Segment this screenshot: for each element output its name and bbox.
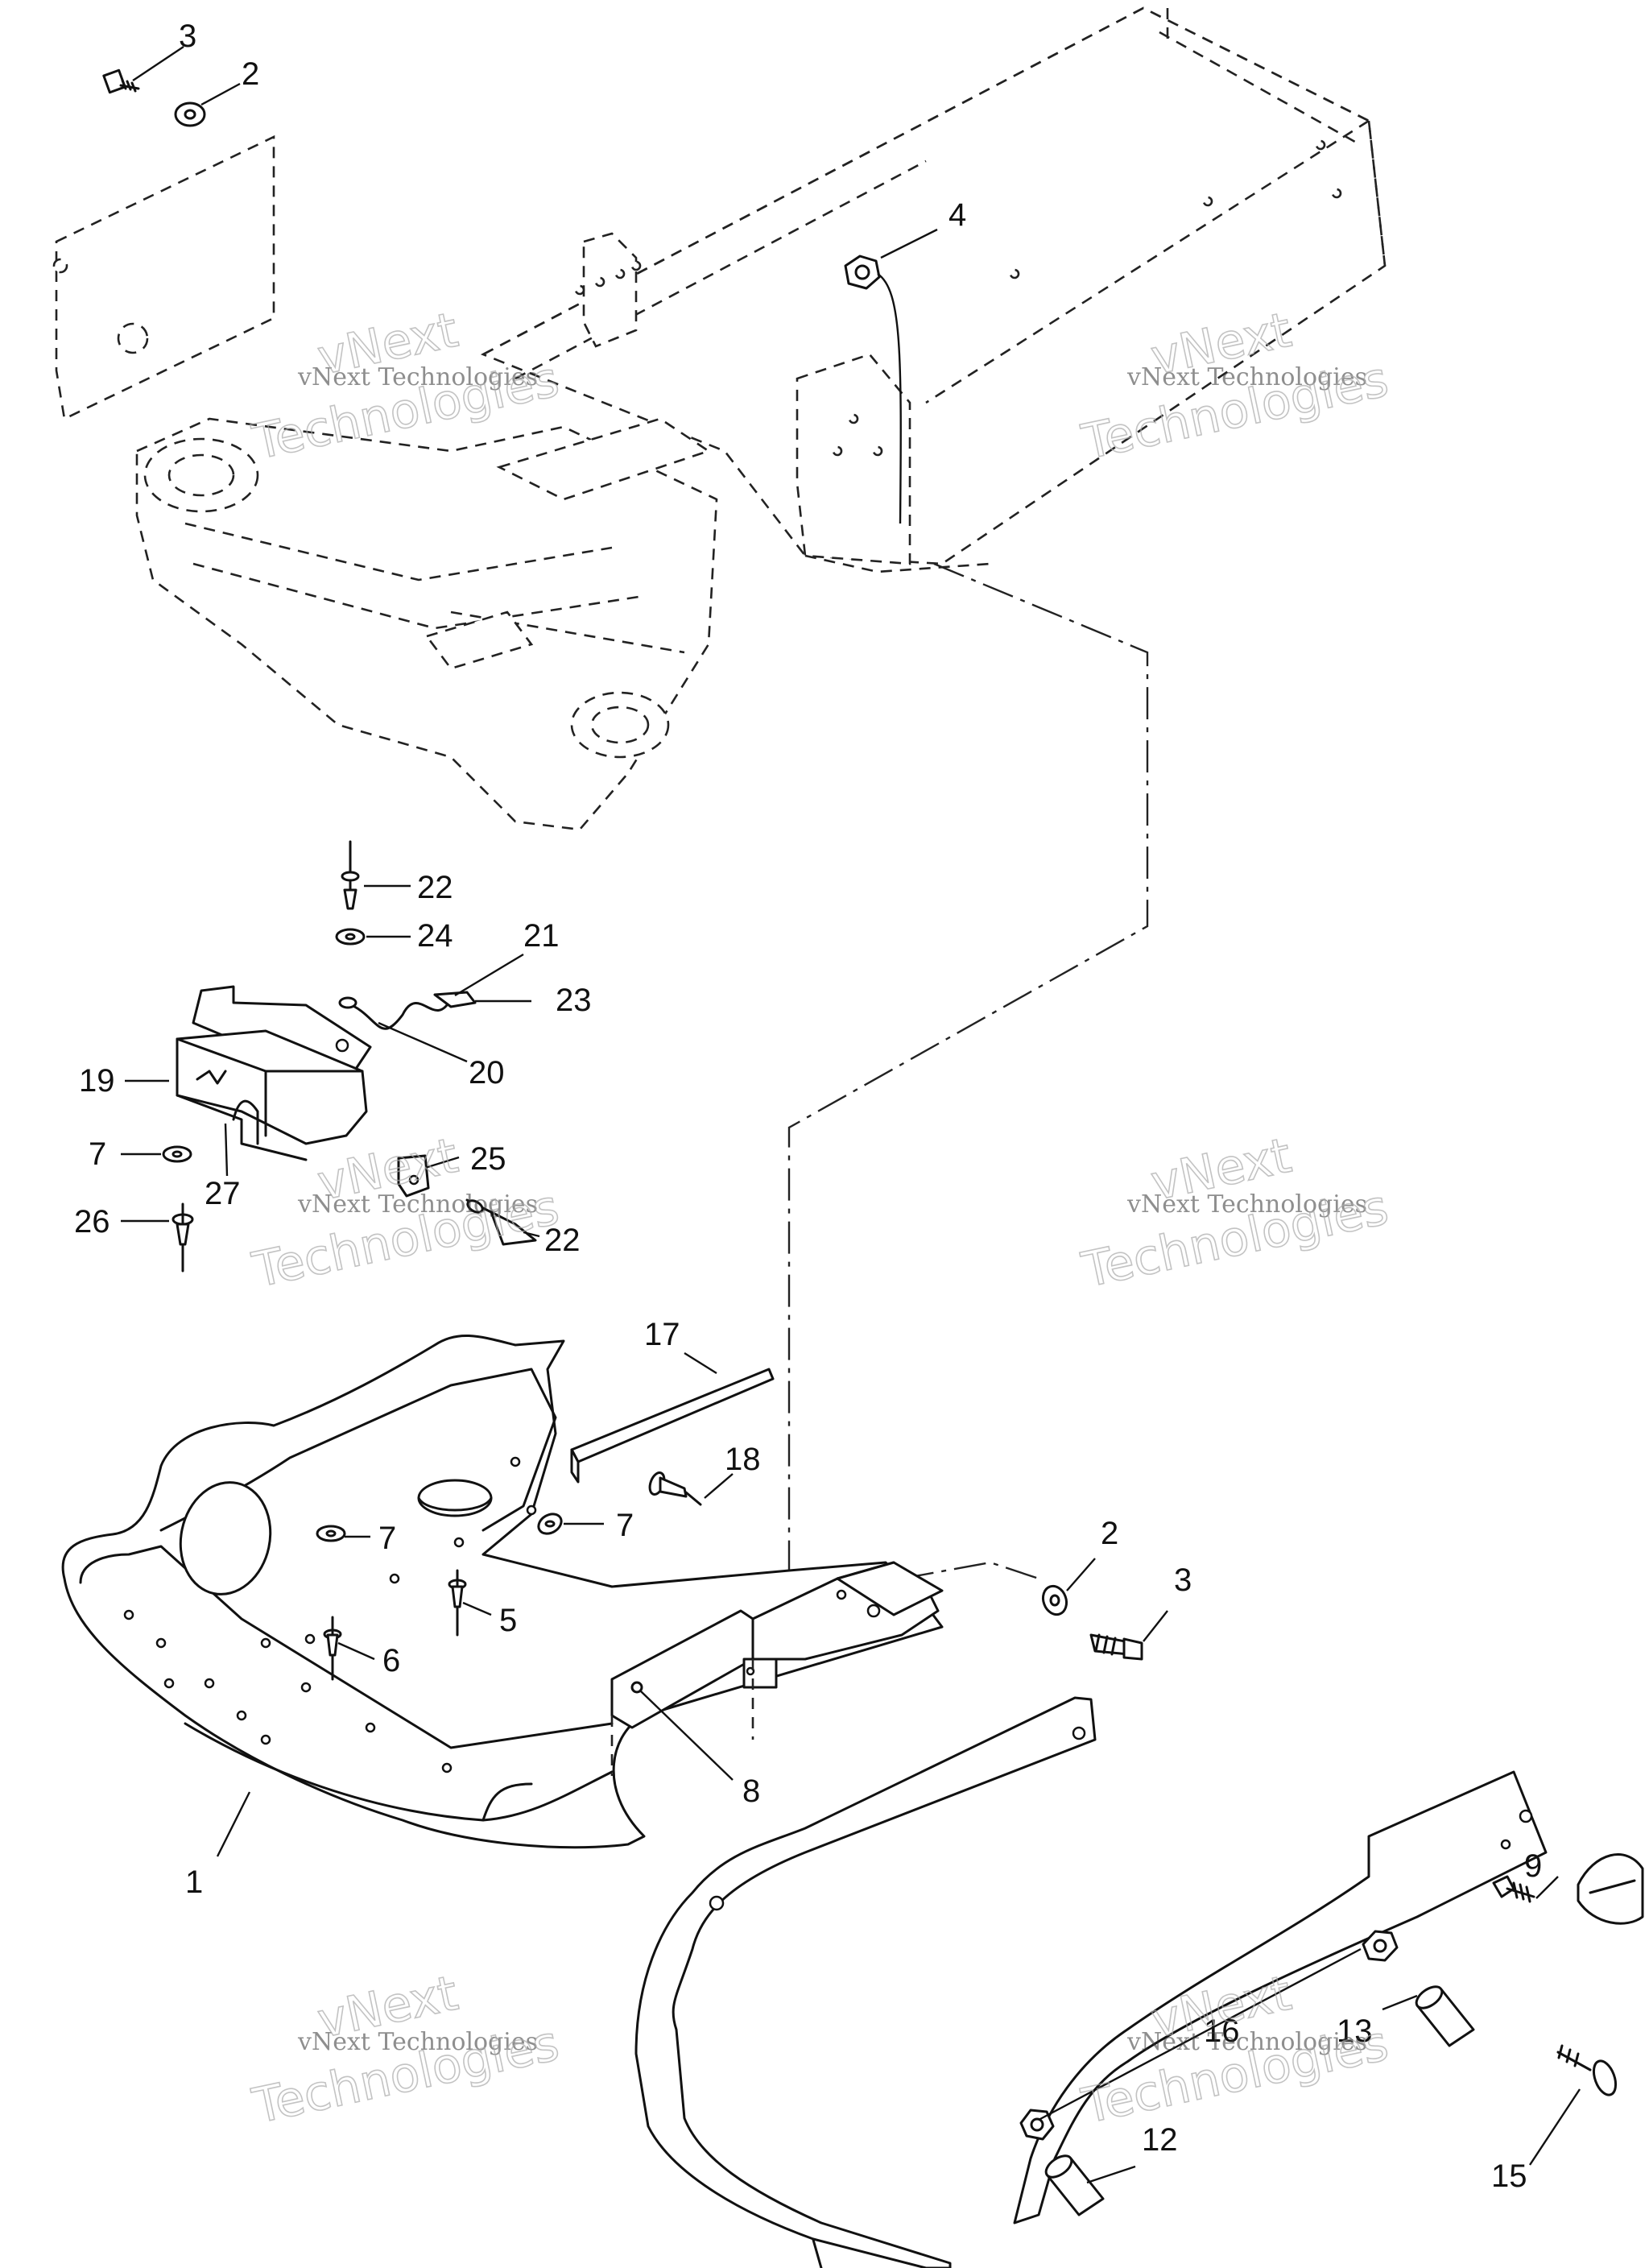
callout-labels: 3 2 4 22 24 21 23 20 19 7 27 25 26 22 17… [74, 19, 1542, 2194]
callout-15: 15 [1491, 2158, 1527, 2194]
frame-holes [574, 139, 1342, 457]
callout-17: 17 [644, 1317, 680, 1352]
callout-7-left: 7 [89, 1136, 106, 1172]
fastener-part-22-top [341, 840, 360, 910]
frame-assembly-dashed [52, 6, 1387, 831]
callout-23: 23 [556, 983, 592, 1018]
callout-24: 24 [417, 918, 453, 954]
callout-5: 5 [499, 1603, 517, 1638]
callout-8: 8 [742, 1773, 760, 1809]
fastener-part-22-bottom [465, 1198, 537, 1246]
watermark-mid-right: vNext Technologies vNext Technologies [1077, 1127, 1394, 1300]
callout-27: 27 [205, 1176, 241, 1211]
rivet-part-5 [448, 1569, 467, 1637]
callout-22-bottom: 22 [544, 1223, 581, 1258]
callout-6: 6 [382, 1643, 400, 1678]
rivet-part-26 [172, 1202, 194, 1273]
washer-part-7-left [162, 1145, 192, 1163]
bolt-part-9 [1492, 1875, 1535, 1903]
watermark-company-2: vNext Technologies [1126, 363, 1367, 391]
washer-part-7-right [537, 1513, 563, 1535]
rivet-part-6 [323, 1616, 342, 1681]
spacer-part-12 [1044, 2154, 1105, 2216]
callout-26: 26 [74, 1204, 110, 1240]
bolt-part-3-right [1089, 1633, 1143, 1661]
callout-3-right: 3 [1174, 1562, 1192, 1598]
battery-box-part-19 [176, 985, 372, 1161]
callout-2-top: 2 [242, 56, 259, 92]
callout-12: 12 [1142, 2122, 1178, 2158]
callout-18: 18 [725, 1442, 761, 1477]
callout-16: 16 [1204, 2013, 1240, 2049]
assembly-center-line [787, 562, 1149, 1571]
callout-7-right: 7 [616, 1508, 634, 1543]
strip-part-17 [570, 1368, 775, 1484]
bolt-part-3-top [102, 68, 140, 94]
callout-22-top: 22 [417, 870, 453, 905]
callout-4: 4 [948, 197, 966, 233]
callout-9: 9 [1524, 1848, 1542, 1884]
callout-13: 13 [1337, 2013, 1373, 2049]
rivet-part-18 [648, 1471, 702, 1506]
callout-1: 1 [185, 1864, 203, 1900]
watermark-company-1: vNext Technologies [297, 363, 538, 391]
nut-part-4 [844, 255, 881, 290]
bolt-part-15 [1556, 2044, 1618, 2096]
washer-part-24 [335, 928, 366, 946]
terminal-part-21 [433, 991, 477, 1008]
callout-21: 21 [523, 918, 560, 954]
watermark-company-5: vNext Technologies [297, 2028, 538, 2056]
washer-part-2-right [1041, 1584, 1068, 1616]
callout-2-right: 2 [1101, 1516, 1118, 1551]
bumper-handle [634, 1696, 1548, 2268]
watermark-company-3: vNext Technologies [297, 1190, 538, 1219]
watermark-company-6: vNext Technologies [1126, 2028, 1367, 2056]
wire-part-20 [338, 996, 453, 1030]
callout-19: 19 [79, 1063, 115, 1099]
watermark-bottom-left: vNext Technologies vNext Technologies [247, 1964, 564, 2136]
callout-3-top: 3 [179, 19, 196, 54]
leader-lines [121, 46, 1581, 2184]
washer-part-7-mid [316, 1525, 346, 1542]
callout-7-mid: 7 [378, 1521, 396, 1556]
knob-part-10 [1577, 1853, 1644, 1925]
watermark-company-4: vNext Technologies [1126, 1190, 1367, 1219]
washer-part-2-top [174, 101, 206, 127]
watermark-mid-left: vNext Technologies vNext Technologies [247, 1127, 564, 1300]
assembly-center-line-right [901, 1561, 1039, 1580]
nut-part-16-top [1362, 1930, 1399, 1962]
callout-20: 20 [469, 1055, 505, 1091]
floor-pan-part-1 [61, 1335, 944, 1849]
spacer-part-13 [1415, 1985, 1475, 2047]
callout-25: 25 [470, 1141, 506, 1177]
clip-part-25 [397, 1154, 430, 1198]
